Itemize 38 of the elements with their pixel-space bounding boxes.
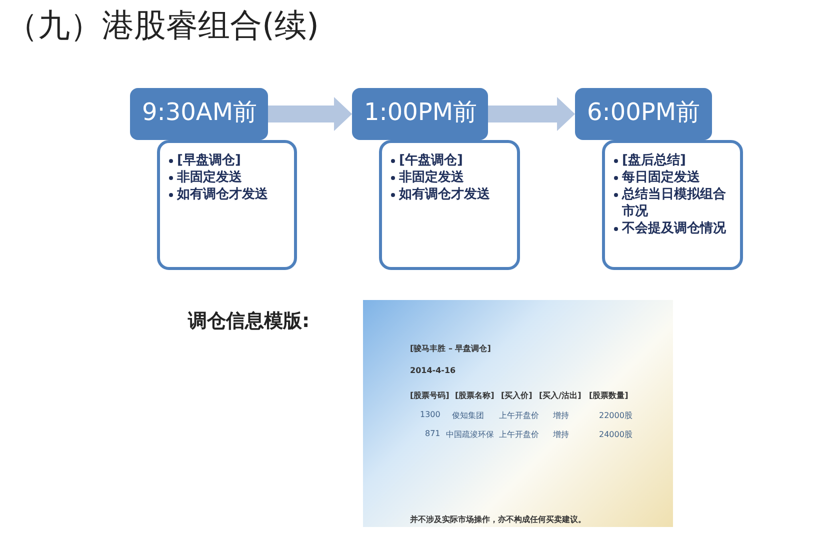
block-arrow <box>268 97 352 131</box>
table-header-cell: [买入/沽出] <box>539 390 582 401</box>
bullet-item: 总结当日模拟组合市况 <box>622 186 734 220</box>
table-header-cell: [股票名称] <box>455 390 494 401</box>
bullet-item: [早盘调仓] <box>177 152 288 169</box>
title: （九）港股睿组合(续) <box>6 5 319 46</box>
table-cell: 上午开盘价 <box>499 410 539 421</box>
table-header-cell: [股票号码] <box>410 390 450 401</box>
time-box: 1:00PM前 <box>352 88 488 140</box>
date-text: 2014-4-16 <box>410 366 456 375</box>
bullet-item: 非固定发送 <box>177 169 288 186</box>
table-cell: 24000股 <box>599 429 632 440</box>
table-cell: 871 <box>425 429 440 438</box>
bullet-item: 如有调仓才发送 <box>177 186 288 203</box>
bullet-item: 每日固定发送 <box>622 169 734 186</box>
table-cell: 俊知集团 <box>452 410 484 421</box>
table-cell: 22000股 <box>599 410 632 421</box>
table-header-cell: [股票数量] <box>589 390 628 401</box>
bullet-item: 非固定发送 <box>399 169 511 186</box>
table-cell: 增持 <box>553 429 569 440</box>
block-arrow <box>488 97 575 131</box>
table-header-cell: [买入价] <box>501 390 532 401</box>
time-box: 9:30AM前 <box>130 88 268 140</box>
document-heading: [骏马丰胜 – 早盘调仓] <box>410 343 491 354</box>
bullet-item: [盘后总结] <box>622 152 734 169</box>
note-box <box>379 140 520 270</box>
disclaimer-text: 并不涉及实际市场操作，亦不构成任何买卖建议。 <box>410 514 586 525</box>
bullet-item: [午盘调仓] <box>399 152 511 169</box>
table-cell: 上午开盘价 <box>499 429 539 440</box>
note-box <box>602 140 743 270</box>
note-box <box>157 140 297 270</box>
bullet-item: 如有调仓才发送 <box>399 186 511 203</box>
section-label: 调仓信息模版: <box>188 309 310 334</box>
table-cell: 1300 <box>420 410 440 419</box>
bullet-item: 不会提及调仓情况 <box>622 220 734 237</box>
time-box: 6:00PM前 <box>575 88 712 140</box>
table-cell: 中国疏浚环保 <box>446 429 494 440</box>
table-cell: 增持 <box>553 410 569 421</box>
